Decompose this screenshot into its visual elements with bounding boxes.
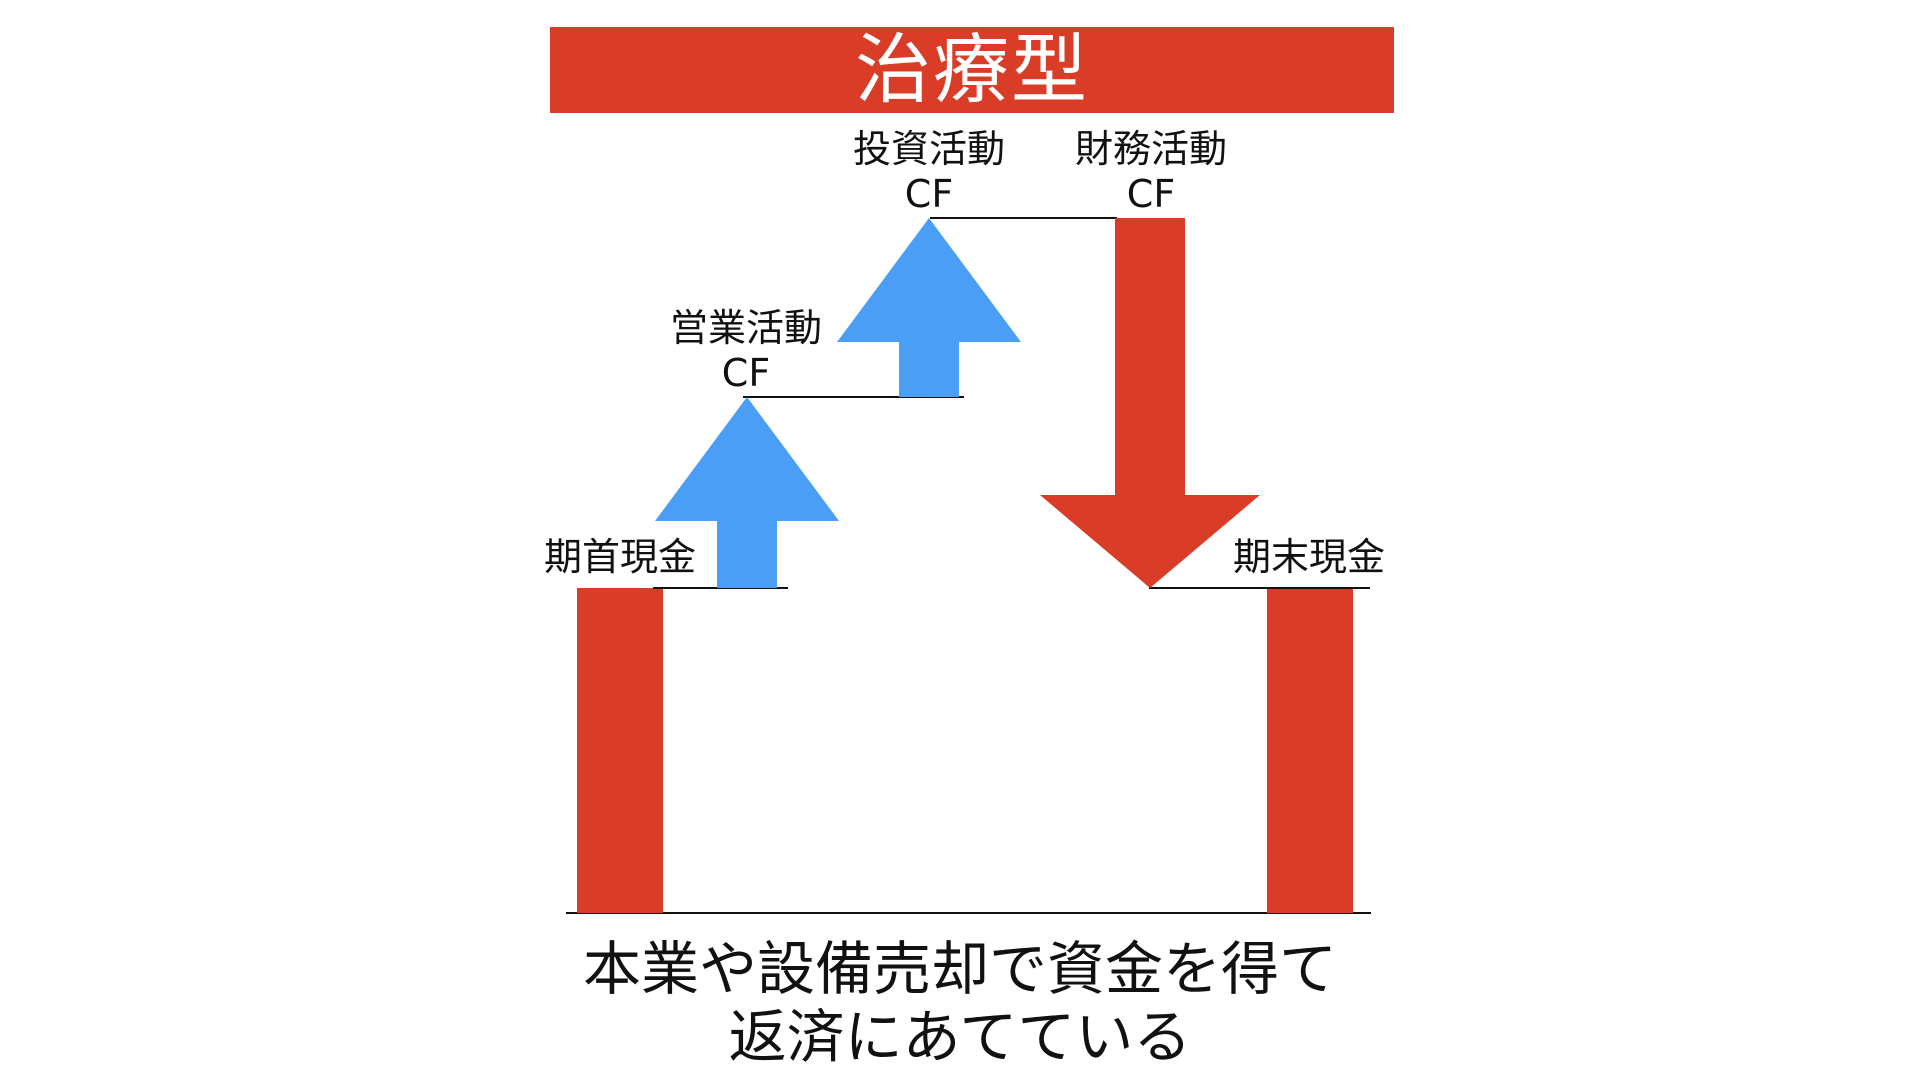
financing-cf-label-line1: 財務活動 [1074,127,1227,171]
investing-cf-label-line2: CF [904,172,954,216]
closing-cash-bar [1267,588,1353,913]
operating-cf-label: 営業活動 CF [666,306,826,396]
financing-cf-label-line2: CF [1126,172,1176,216]
opening-cash-label: 期首現金 [540,535,700,580]
opening-cash-label-text: 期首現金 [543,535,696,579]
diagram-title: 治療型 [855,25,1089,114]
closing-cash-label-text: 期末現金 [1232,535,1385,579]
operating-cf-label-line2: CF [721,351,771,395]
investing-cf-label: 投資活動 CF [849,127,1009,217]
caption-line2: 返済にあてている [728,1003,1192,1071]
title-banner: 治療型 [550,27,1394,113]
financing-cf-arrow [1040,218,1260,588]
closing-cash-label: 期末現金 [1229,535,1389,580]
opening-cash-bar [577,588,663,913]
caption-line1: 本業や設備売却で資金を得て [582,935,1337,1003]
financing-cf-label: 財務活動 CF [1071,127,1231,217]
investing-cf-label-line1: 投資活動 [852,127,1005,171]
caption: 本業や設備売却で資金を得て 返済にあてている [460,935,1460,1071]
investing-cf-arrow [837,218,1021,397]
operating-cf-arrow [655,397,839,588]
operating-cf-label-line1: 営業活動 [669,306,822,350]
